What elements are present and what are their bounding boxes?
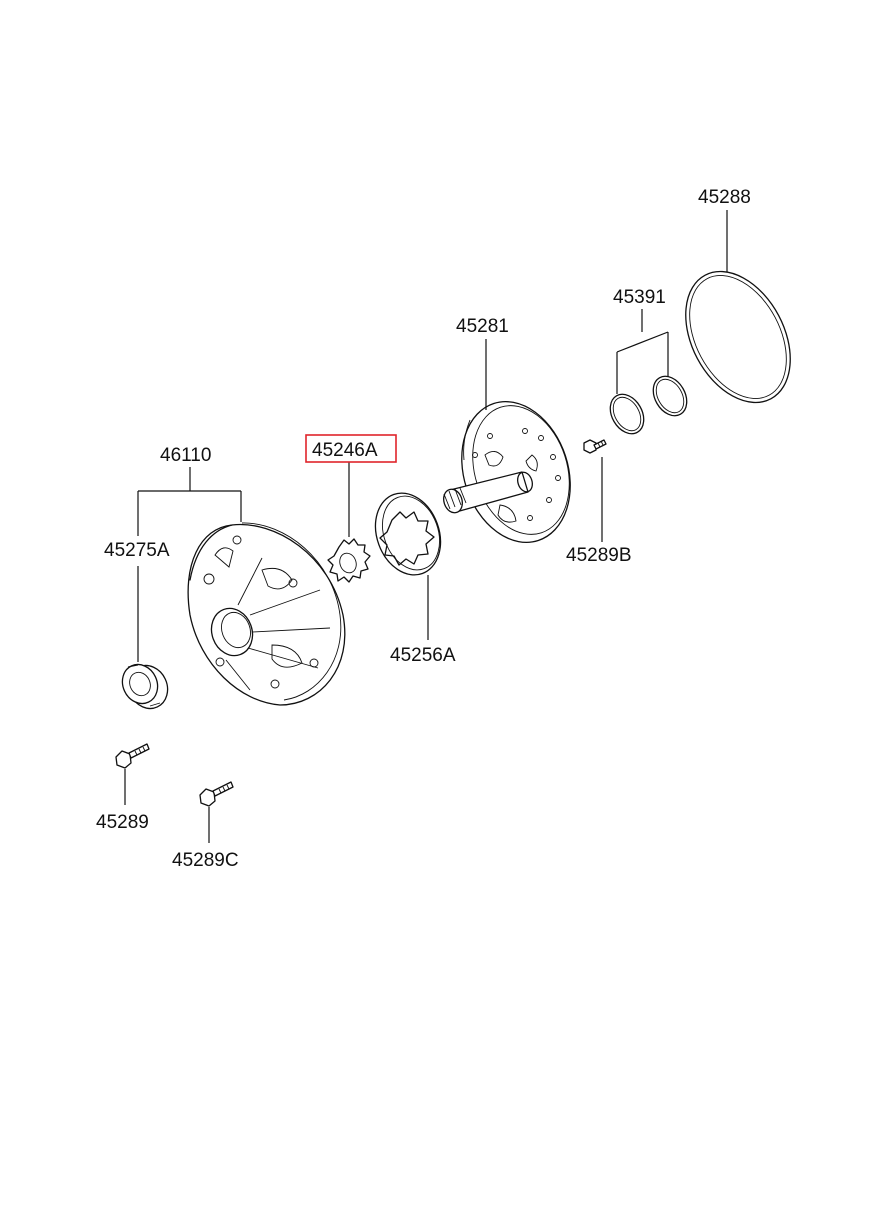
label-45289B[interactable]: 45289B xyxy=(566,545,632,566)
part-45289B-bolt[interactable] xyxy=(583,439,607,454)
part-45289-bolt[interactable] xyxy=(115,743,150,769)
label-45246A[interactable]: 45246A xyxy=(312,440,378,461)
part-45256A-outer-rotor[interactable] xyxy=(365,484,452,584)
part-45281-pump-cover[interactable] xyxy=(441,387,588,556)
label-45289C[interactable]: 45289C xyxy=(172,850,239,871)
label-46110[interactable]: 46110 xyxy=(160,445,211,466)
leader-46110 xyxy=(137,467,242,536)
label-45256A[interactable]: 45256A xyxy=(390,645,456,666)
label-45289[interactable]: 45289 xyxy=(96,812,149,833)
label-45281[interactable]: 45281 xyxy=(456,316,509,337)
part-45391-seal-rings[interactable] xyxy=(604,370,694,439)
part-45275A-oil-seal[interactable] xyxy=(116,659,174,715)
part-45288-oring[interactable] xyxy=(665,254,812,421)
part-45289C-bolt[interactable] xyxy=(199,781,234,807)
label-45391[interactable]: 45391 xyxy=(613,287,666,308)
label-45275A[interactable]: 45275A xyxy=(104,540,170,561)
leader-45391 xyxy=(616,309,669,394)
part-46110-pump-body[interactable] xyxy=(187,522,346,706)
part-45246A-inner-rotor[interactable] xyxy=(327,538,371,583)
label-45288[interactable]: 45288 xyxy=(698,187,751,208)
highlight-box-45246A xyxy=(305,434,397,463)
